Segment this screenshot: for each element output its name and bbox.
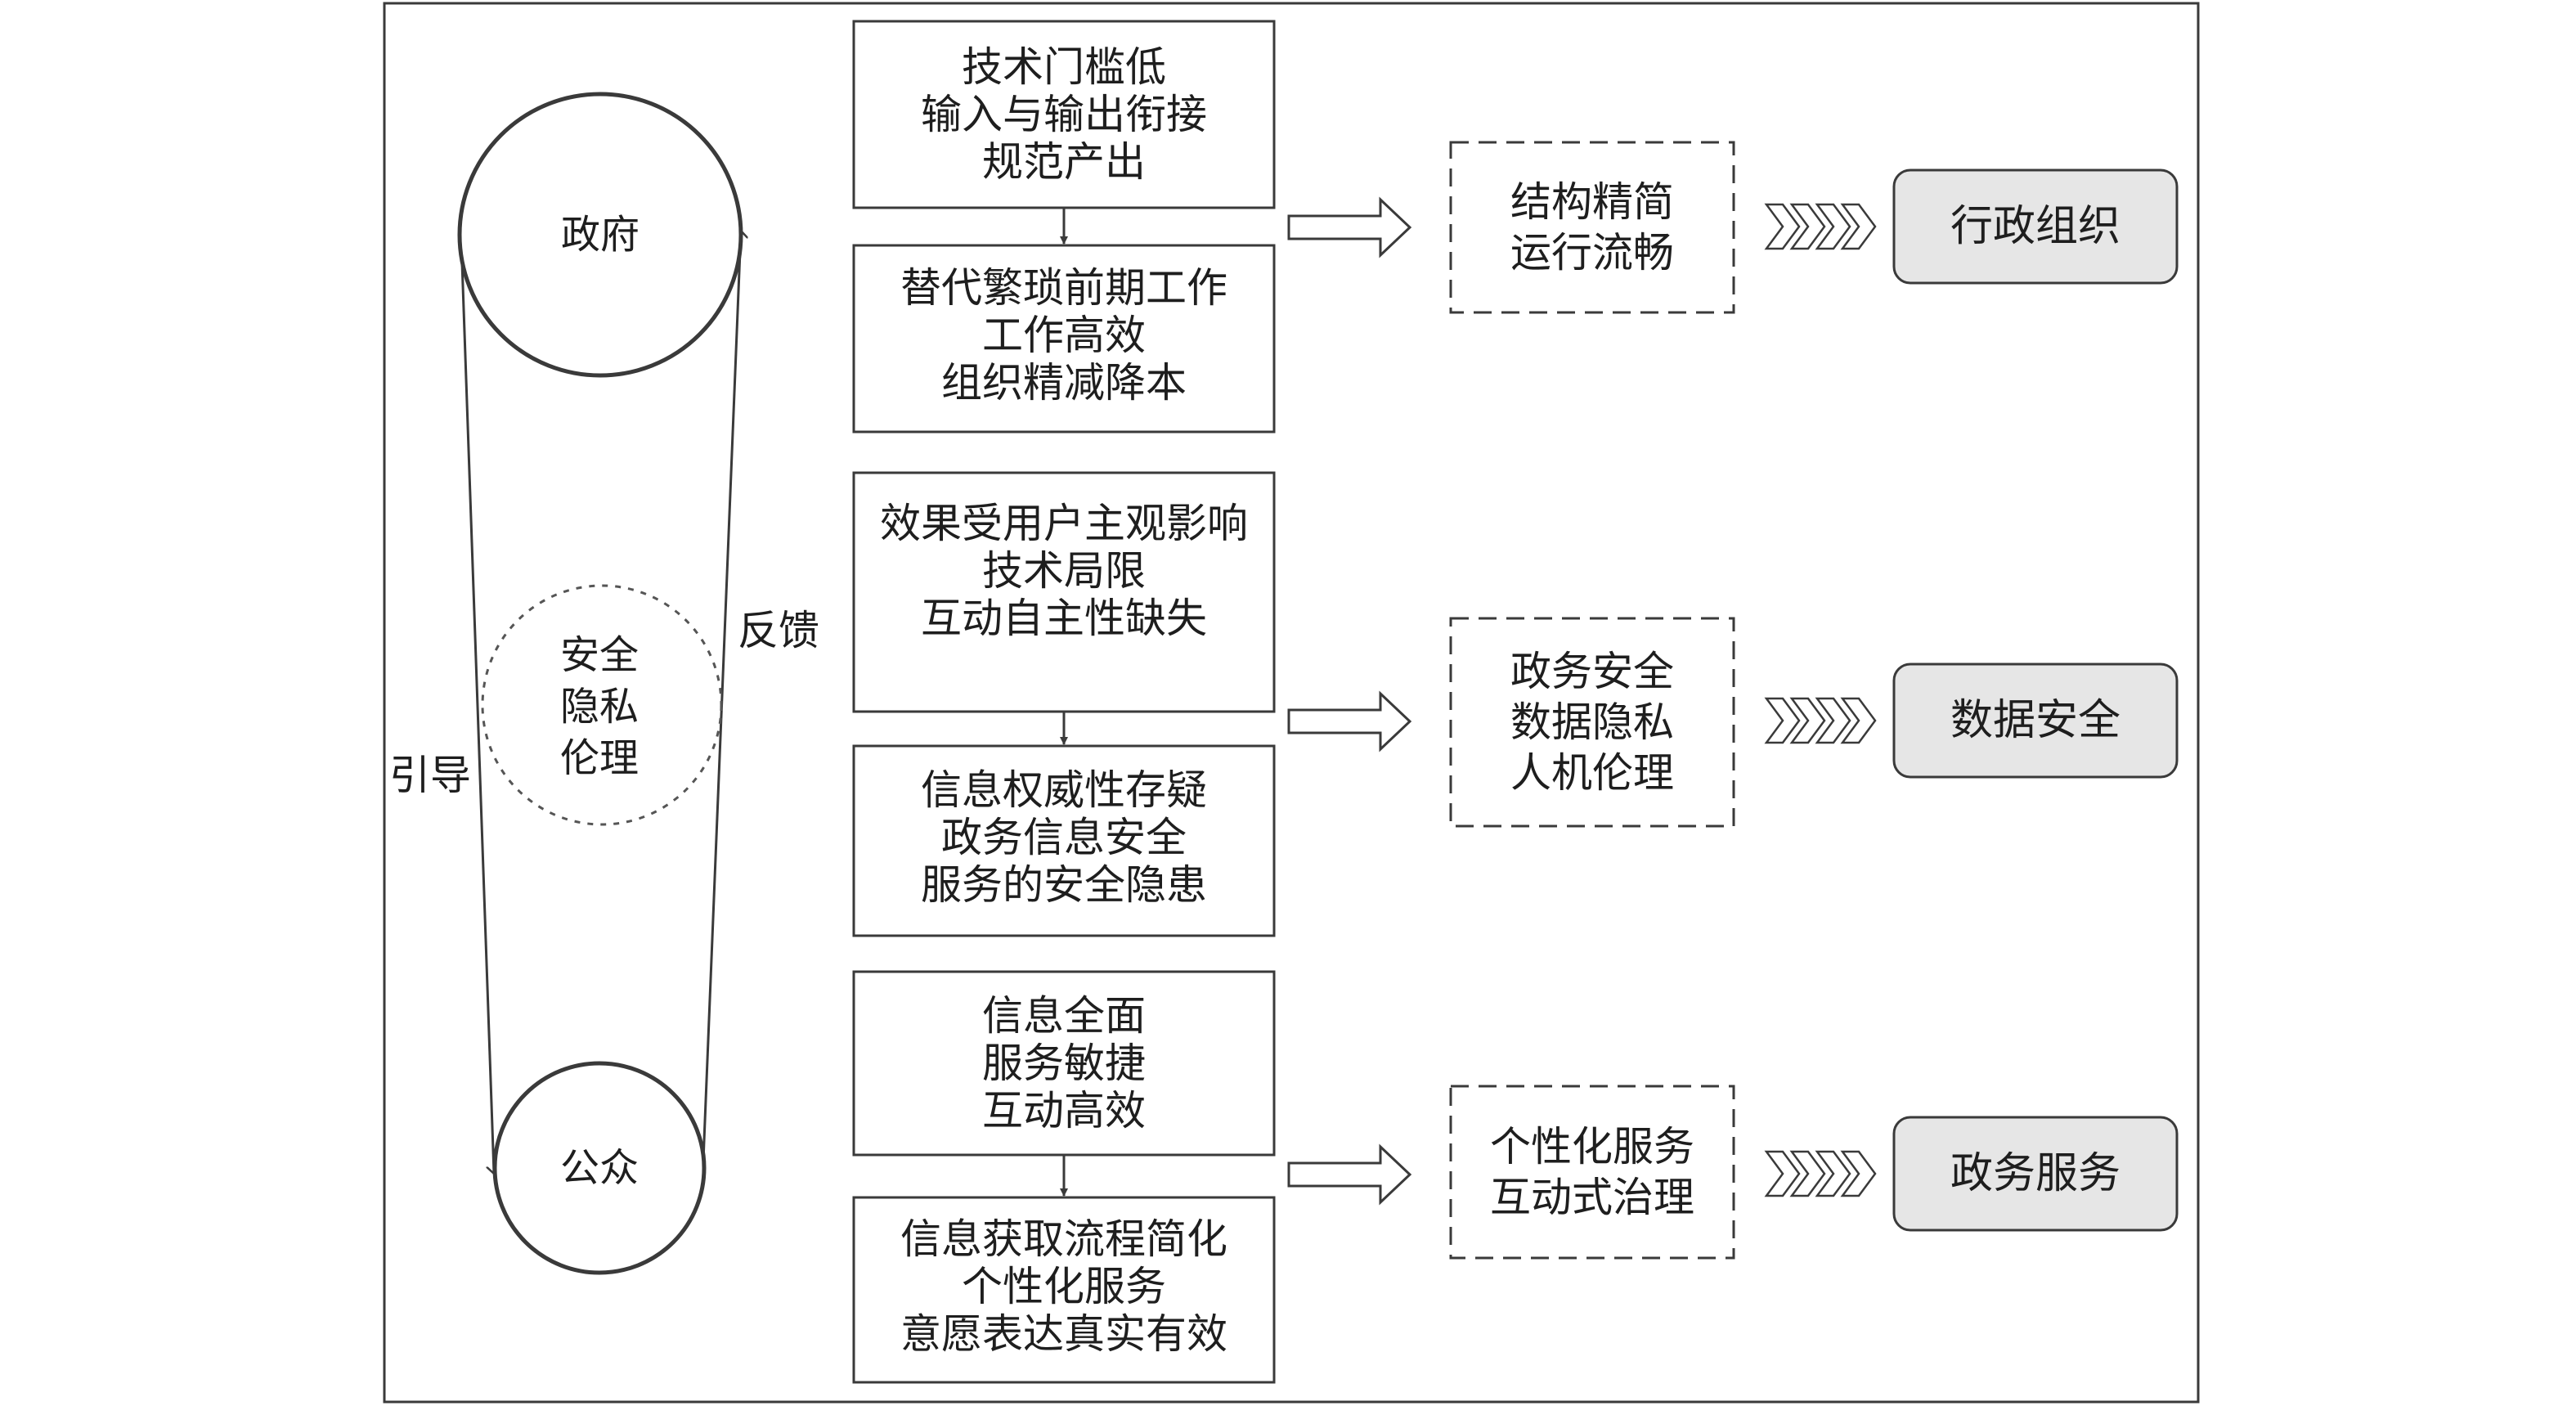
center-line-2: 隐私 <box>560 684 639 730</box>
row-3-chevron-1 <box>1764 1150 1801 1197</box>
row-1-lower-text-line-1: 替代繁琐前期工作 <box>900 264 1227 312</box>
row-2-lower-box <box>852 744 1276 937</box>
row-1-lower-text-line-2: 工作高效 <box>982 312 1146 359</box>
row-2-lower-text-line-3: 服务的安全隐患 <box>921 861 1207 909</box>
row-3-upper-box <box>852 970 1276 1157</box>
row-3-upper-text-line-1: 信息全面 <box>982 992 1146 1040</box>
row-3-result-box <box>1892 1116 2179 1232</box>
feedback-line <box>702 231 741 1162</box>
outer-frame <box>383 2 2200 1404</box>
row-3-lower-text-line-2: 个性化服务 <box>962 1263 1166 1310</box>
center-line-3: 伦理 <box>560 735 639 781</box>
row-3-summary-box <box>1449 1085 1735 1260</box>
row-2-upper-box <box>852 471 1276 713</box>
row-1-result-label: 行政组织 <box>1950 202 2120 251</box>
government-label: 政府 <box>561 212 640 258</box>
security-privacy-ethics-circle <box>481 584 723 826</box>
row-3-lower-box <box>852 1196 1276 1384</box>
row-1-chevron-2 <box>1789 203 1826 250</box>
guide-line <box>460 238 494 1174</box>
row-1-summary-box <box>1449 141 1735 314</box>
row-1-summary-text-line-1: 结构精简 <box>1510 178 1674 226</box>
row-1-upper-box <box>852 20 1276 209</box>
guide-label: 引导 <box>389 752 471 799</box>
public-circle <box>492 1061 707 1275</box>
row-2-summary-text-line-3: 人机伦理 <box>1510 749 1674 797</box>
row-1-upper-text-line-1: 技术门槛低 <box>962 43 1166 91</box>
government-circle <box>457 92 743 378</box>
row-2-result-label: 数据安全 <box>1950 696 2120 745</box>
feedback-label: 反馈 <box>738 607 819 654</box>
row-2-upper-text-line-3: 互动自主性缺失 <box>921 595 1207 642</box>
row-1-chevron-1 <box>1764 203 1801 250</box>
row-3-chevron-3 <box>1815 1150 1851 1197</box>
public-label: 公众 <box>560 1145 639 1191</box>
row-3-result-label: 政务服务 <box>1950 1149 2120 1198</box>
row-1-lower-text-line-3: 组织精减降本 <box>941 359 1187 407</box>
row-3-hollow-arrow <box>1287 1143 1412 1206</box>
row-2-summary-box <box>1449 617 1735 828</box>
row-1-summary-text-line-2: 运行流畅 <box>1510 229 1674 276</box>
row-3-summary-text-line-2: 互动式治理 <box>1490 1174 1694 1221</box>
row-2-upper-text-line-2: 技术局限 <box>982 547 1146 595</box>
row-2-hollow-arrow <box>1287 690 1412 752</box>
row-2-chevron-1 <box>1764 697 1801 744</box>
row-2-upper-text-line-1: 效果受用户主观影响 <box>880 500 1248 547</box>
row-3-lower-text-line-1: 信息获取流程简化 <box>900 1215 1227 1263</box>
row-1-upper-text-line-3: 规范产出 <box>982 138 1146 186</box>
row-1-chevron-3 <box>1815 203 1851 250</box>
row-1-hollow-arrow <box>1287 196 1412 258</box>
row-2-chevron-2 <box>1789 697 1826 744</box>
row-1-chevron-4 <box>1840 203 1877 250</box>
row-2-summary-text-line-1: 政务安全 <box>1510 648 1674 695</box>
row-2-lower-text-line-2: 政务信息安全 <box>941 814 1187 861</box>
row-3-upper-text-line-2: 服务敏捷 <box>982 1040 1146 1087</box>
row-2-result-box <box>1892 663 2179 779</box>
center-line-1: 安全 <box>560 632 639 678</box>
row-2-lower-text-line-1: 信息权威性存疑 <box>921 766 1207 814</box>
row-3-chevron-2 <box>1789 1150 1826 1197</box>
row-3-upper-text-line-3: 互动高效 <box>982 1087 1146 1134</box>
row-3-summary-text-line-1: 个性化服务 <box>1490 1123 1694 1170</box>
row-1-upper-text-line-2: 输入与输出衔接 <box>921 91 1207 138</box>
row-3-lower-text-line-3: 意愿表达真实有效 <box>900 1310 1227 1358</box>
row-1-result-box <box>1892 168 2179 285</box>
row-2-summary-text-line-2: 数据隐私 <box>1510 699 1674 746</box>
row-2-chevron-4 <box>1840 697 1877 744</box>
row-3-chevron-4 <box>1840 1150 1877 1197</box>
row-1-lower-box <box>852 244 1276 433</box>
row-2-chevron-3 <box>1815 697 1851 744</box>
